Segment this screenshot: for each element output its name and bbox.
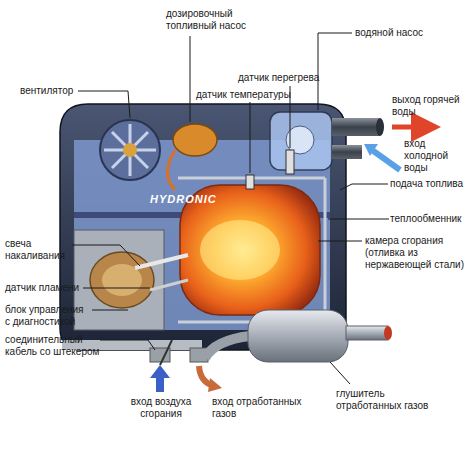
fan-label: вентилятор: [20, 85, 90, 97]
water-pump-label: водяной насос: [355, 27, 465, 39]
brand-name: HYDRONIC: [150, 193, 240, 206]
cold-water-in-label: вход холодной воды: [404, 138, 470, 174]
flame-sensor-label: датчик пламени: [5, 282, 95, 294]
heat-exchanger-label: теплообменник: [390, 213, 470, 225]
fuel-pump-label: дозировочный топливный насос: [166, 8, 266, 32]
hot-water-out-label: выход горячей воды: [392, 94, 470, 118]
exhaust-label: вход отработанных газов: [212, 396, 312, 420]
combustion-chamber-label: камера сгорания (отливка из нержавеющей …: [365, 235, 469, 271]
temperature-sensor-label: датчик температуры: [196, 89, 316, 101]
glow-plug-label: свеча накаливания: [5, 238, 71, 262]
fuel-supply-label: подача топлива: [390, 178, 470, 190]
muffler-label: глушитель отработанных газов: [336, 388, 436, 412]
cable-label: соединительный кабель со штекером: [5, 334, 105, 358]
overheat-sensor-label: датчик перегрева: [238, 72, 348, 84]
air-inlet-label: вход воздуха сгорания: [122, 396, 200, 420]
control-unit-label: блок управления с диагностикой: [5, 304, 91, 328]
